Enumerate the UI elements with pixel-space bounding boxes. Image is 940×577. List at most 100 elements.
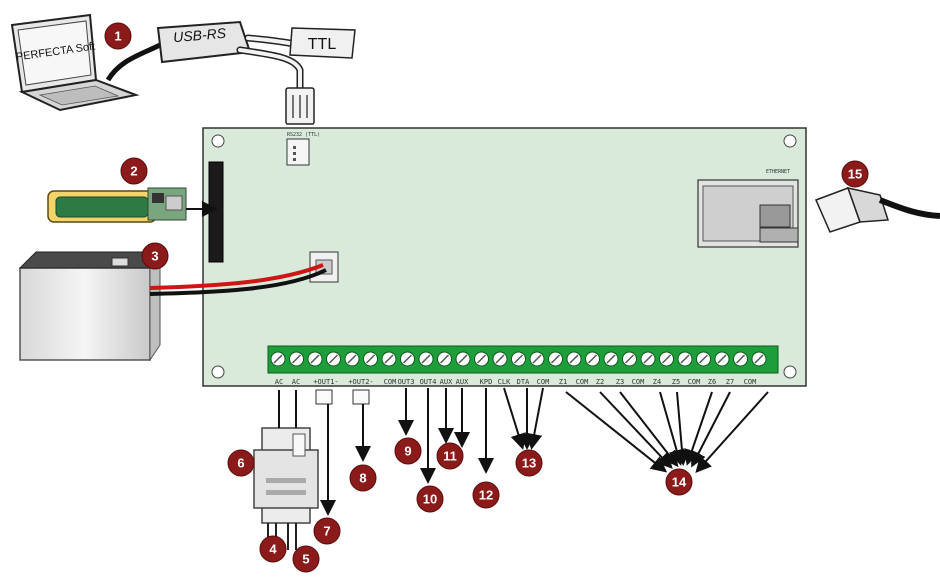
terminal-screw-slot <box>291 354 302 364</box>
terminal-screw-slot <box>310 354 320 364</box>
terminal-screw-slot <box>735 354 746 364</box>
terminal-label: KPD <box>480 378 493 386</box>
svg-text:6: 6 <box>237 456 244 471</box>
terminal-label: COM <box>632 378 645 386</box>
rs232-socket <box>286 138 310 166</box>
terminal-screw-slot <box>550 354 561 364</box>
terminal-label: AUX <box>456 378 469 386</box>
terminal-screw-slot <box>754 354 764 364</box>
terminal-label: COM <box>384 378 397 386</box>
ethernet-plug <box>814 186 940 233</box>
badge-5: 5 <box>292 545 320 573</box>
terminal-label: OUT4 <box>420 378 437 386</box>
svg-text:8: 8 <box>359 471 366 486</box>
svg-text:12: 12 <box>479 488 493 503</box>
terminal-screw-slot <box>532 354 542 364</box>
terminal-label: COM <box>576 378 589 386</box>
terminal-screw-slot <box>698 354 709 364</box>
out1-resistor <box>315 389 333 405</box>
badge-7: 7 <box>313 517 341 545</box>
svg-text:15: 15 <box>848 167 862 182</box>
svg-text:13: 13 <box>522 456 536 471</box>
terminal-label: Z2 <box>596 378 604 386</box>
terminal-screw-slot <box>513 354 524 364</box>
terminal-label: DTA <box>517 378 530 386</box>
terminal-label: AUX <box>440 378 453 386</box>
badge-15: 15 <box>841 160 869 188</box>
terminal-label: COM <box>537 378 550 386</box>
terminal-screw-slot <box>606 354 616 364</box>
terminal-screw-slot <box>717 354 727 364</box>
terminal-screw-slot <box>347 354 357 364</box>
svg-text:7: 7 <box>323 524 330 539</box>
terminal-label: CLK <box>498 378 511 386</box>
badge-9: 9 <box>394 437 422 465</box>
laptop: PERFECTA Soft <box>10 13 140 112</box>
transformer <box>253 427 319 550</box>
terminal-label: +OUT2- <box>348 378 373 386</box>
badge-8: 8 <box>349 464 377 492</box>
terminal-screw-slot <box>661 354 672 364</box>
terminal-label: Z4 <box>653 378 661 386</box>
svg-text:4: 4 <box>269 542 277 557</box>
svg-text:2: 2 <box>130 164 137 179</box>
badge-6: 6 <box>227 449 255 477</box>
badge-11: 11 <box>436 442 464 470</box>
svg-text:3: 3 <box>151 249 158 264</box>
terminal-screw-slot <box>587 354 598 364</box>
terminal-screw-slot <box>458 354 468 364</box>
rs232-label: RS232 (TTL) <box>287 132 320 138</box>
terminal-label: Z7 <box>726 378 734 386</box>
terminal-screw-slot <box>273 354 283 364</box>
svg-text:11: 11 <box>443 449 457 464</box>
svg-text:10: 10 <box>423 492 437 507</box>
mounting-hole <box>783 134 797 148</box>
usb-rs-converter: USB-RS <box>156 20 252 64</box>
terminal-screw-slot <box>384 354 394 364</box>
terminal-label: COM <box>688 378 701 386</box>
mounting-hole <box>211 365 225 379</box>
terminal-label: OUT3 <box>398 378 415 386</box>
badge-14: 14 <box>665 468 693 496</box>
badge-12: 12 <box>472 481 500 509</box>
terminal-label: Z5 <box>672 378 680 386</box>
terminal-label: AC <box>292 378 300 386</box>
terminal-screw-slot <box>680 354 690 364</box>
battery <box>18 250 161 362</box>
battery-wire-red <box>149 263 324 290</box>
terminal-screw-slot <box>402 354 413 364</box>
mounting-hole <box>783 365 797 379</box>
terminal-screw-slot <box>624 354 635 364</box>
terminal-screw-slot <box>643 354 653 364</box>
terminal-screw-slot <box>495 354 505 364</box>
terminal-screw-slot <box>439 354 450 364</box>
svg-text:1: 1 <box>114 29 121 44</box>
terminal-label: Z1 <box>559 378 567 386</box>
mounting-hole <box>211 134 225 148</box>
usb-cable <box>105 42 162 82</box>
terminal-label: COM <box>744 378 757 386</box>
svg-text:9: 9 <box>404 444 411 459</box>
terminal-label: Z3 <box>616 378 624 386</box>
wireless-module <box>47 187 187 223</box>
terminal-label: AC <box>275 378 283 386</box>
terminal-label: Z6 <box>708 378 716 386</box>
ethernet-port <box>697 179 799 248</box>
svg-text:5: 5 <box>302 552 309 567</box>
badge-3: 3 <box>141 242 169 270</box>
badge-1: 1 <box>104 22 132 50</box>
terminal-screw-slot <box>421 354 431 364</box>
badge-2: 2 <box>120 157 148 185</box>
out2-resistor <box>352 389 370 405</box>
ttl-label: TTL <box>308 36 337 53</box>
battery-wire-black <box>149 268 327 296</box>
connection-arrows <box>320 387 769 516</box>
usb-converter-label: USB-RS <box>173 25 228 46</box>
terminal-screw-slot <box>365 354 376 364</box>
module-socket-strip <box>208 161 224 263</box>
terminal-label: +OUT1- <box>313 378 338 386</box>
badge-10: 10 <box>416 485 444 513</box>
badge-4: 4 <box>259 535 287 563</box>
